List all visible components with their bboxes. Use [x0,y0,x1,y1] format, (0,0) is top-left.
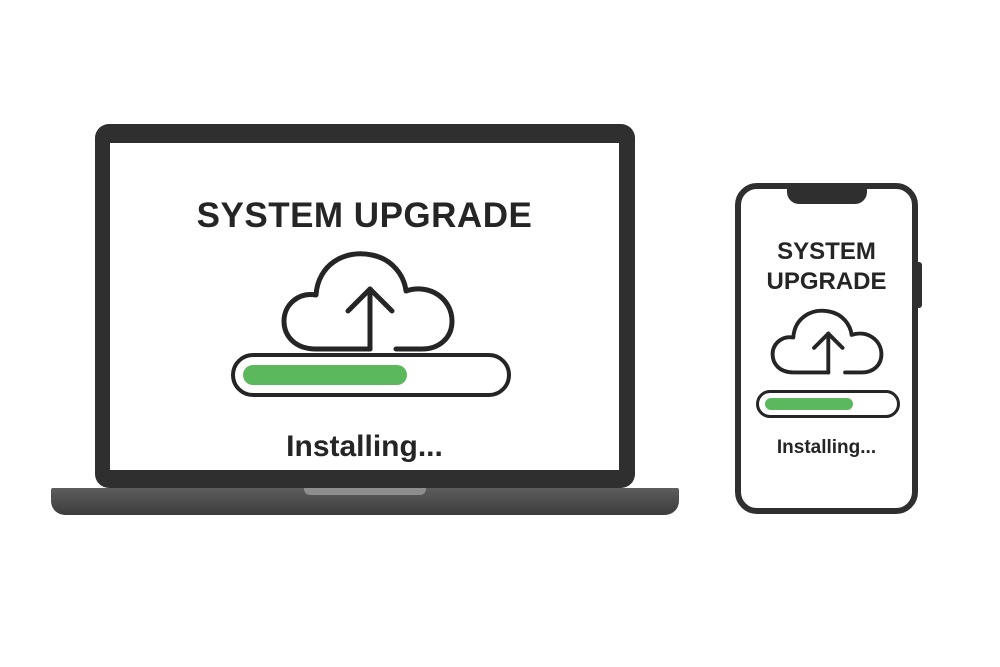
laptop-progress-bar [231,353,511,397]
laptop-progress-fill [243,365,407,385]
phone-status-text: Installing... [776,437,877,458]
phone-side-button [917,262,922,308]
laptop-base [51,488,679,515]
phone-frame: SYSTEM UPGRADE Installing... [735,183,918,514]
laptop-lid: SYSTEM UPGRADE Installing... [95,124,635,488]
laptop-screen: SYSTEM UPGRADE Installing... [110,143,619,470]
phone-progress-bar [756,390,900,418]
laptop-status-text: Installing... [286,430,443,463]
phone-notch [787,188,867,204]
laptop-title: SYSTEM UPGRADE [196,196,533,235]
cloud-upload-icon [770,308,884,375]
cloud-upload-icon [281,251,455,352]
laptop-trackpad-notch [304,488,426,495]
phone-progress-fill [765,398,853,410]
phone-title-line1: SYSTEM [777,238,876,265]
phone-title-line2: UPGRADE [766,268,887,295]
phone-title: SYSTEM UPGRADE [741,237,912,297]
